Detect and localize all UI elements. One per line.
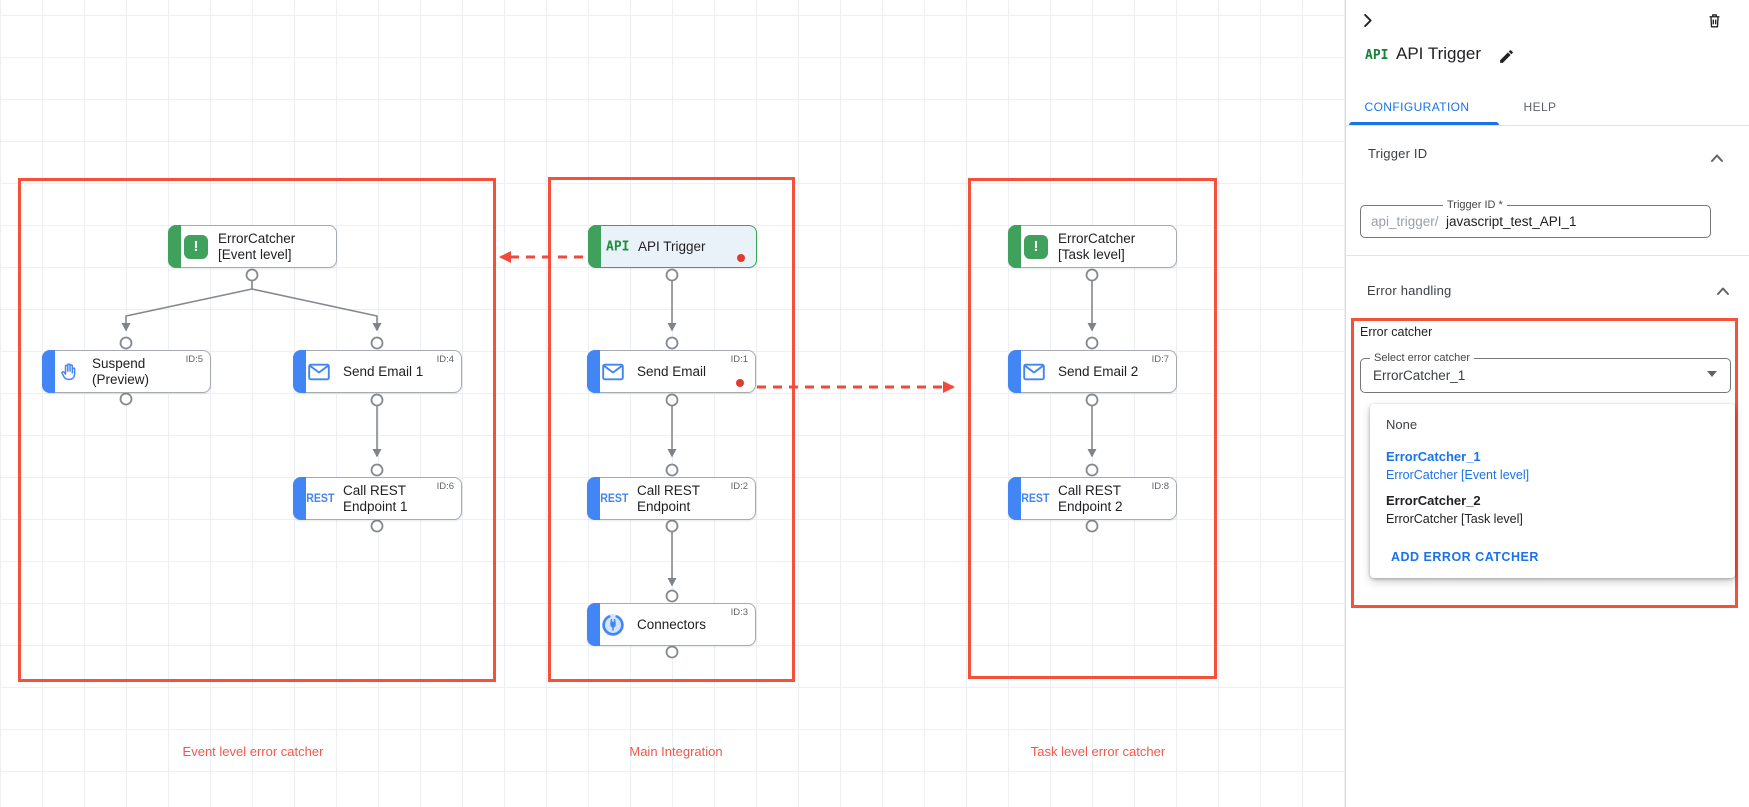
errorcatcher-icon: ! (1024, 234, 1048, 259)
accent-bar (168, 225, 181, 268)
node-send-email[interactable]: Send Email ID:1 (587, 350, 756, 393)
rest-icon: REST (306, 492, 335, 505)
node-send-email-2[interactable]: Send Email 2 ID:7 (1008, 350, 1177, 393)
rest-icon: REST (600, 492, 629, 505)
node-label: ErrorCatcher [Task level] (1058, 230, 1136, 262)
add-error-catcher-button[interactable]: ADD ERROR CATCHER (1391, 550, 1539, 564)
node-label: Call REST Endpoint 2 (1058, 482, 1123, 514)
node-errorcatcher-event-level[interactable]: ! ErrorCatcher [Event level] (168, 225, 337, 268)
active-tab-underline (1349, 122, 1499, 125)
node-id-badge: ID:5 (185, 354, 203, 365)
api-trigger-icon: API (606, 239, 630, 254)
hand-icon (58, 361, 79, 382)
main-integration-group-outline (548, 177, 795, 682)
option-errorcatcher-2[interactable]: ErrorCatcher_2 ErrorCatcher [Task level] (1386, 493, 1523, 526)
workflow-canvas[interactable]: ! ErrorCatcher [Event level] Suspend (Pr… (0, 0, 1345, 807)
rest-icon: REST (1021, 492, 1050, 505)
error-catcher-label: Error catcher (1360, 325, 1433, 339)
divider (1346, 125, 1749, 126)
node-connectors[interactable]: Connectors ID:3 (587, 603, 756, 646)
config-panel: API API Trigger CONFIGURATION HELP Trigg… (1345, 0, 1749, 807)
accent-bar (1008, 477, 1021, 520)
node-suspend-preview[interactable]: Suspend (Preview) ID:5 (42, 350, 211, 393)
node-id-badge: ID:6 (436, 481, 454, 492)
node-label: Send Email (637, 363, 707, 379)
node-id-badge: ID:8 (1151, 481, 1169, 492)
delete-trigger-button[interactable] (1706, 12, 1723, 35)
collapse-trigger-id-icon[interactable] (1710, 150, 1724, 168)
trigger-id-value[interactable]: javascript_test_API_1 (1446, 214, 1577, 229)
api-trigger-logo: API (1365, 48, 1389, 63)
email-icon (1023, 363, 1045, 380)
trigger-id-field[interactable] (1360, 205, 1711, 238)
event-level-group-label: Event level error catcher (182, 744, 324, 759)
node-call-rest-endpoint[interactable]: REST Call REST Endpoint ID:2 (587, 477, 756, 520)
option-none[interactable]: None (1386, 417, 1418, 432)
node-errorcatcher-task-level[interactable]: ! ErrorCatcher [Task level] (1008, 225, 1177, 268)
errorcatcher-icon: ! (184, 234, 208, 259)
tab-configuration[interactable]: CONFIGURATION (1364, 99, 1470, 114)
email-icon (308, 363, 330, 380)
accent-bar (588, 225, 601, 268)
node-id-badge: ID:4 (436, 354, 454, 365)
accent-bar (587, 603, 600, 646)
node-label: ErrorCatcher [Event level] (218, 230, 296, 262)
error-catcher-dropdown-menu: None ErrorCatcher_1 ErrorCatcher [Event … (1370, 404, 1735, 578)
error-catcher-select-label: Select error catcher (1370, 352, 1474, 364)
node-id-badge: ID:7 (1151, 354, 1169, 365)
accent-bar (587, 350, 600, 393)
node-label: Suspend (Preview) (92, 355, 150, 387)
error-indicator-dot (737, 254, 745, 262)
task-level-group-label: Task level error catcher (1030, 744, 1166, 759)
node-send-email-1[interactable]: Send Email 1 ID:4 (293, 350, 462, 393)
accent-bar (1008, 225, 1021, 268)
task-level-group-outline (968, 178, 1217, 679)
node-id-badge: ID:2 (730, 481, 748, 492)
error-handling-heading: Error handling (1367, 283, 1452, 298)
node-label: Send Email 2 (1058, 363, 1139, 379)
error-catcher-annotation-outline (1351, 318, 1738, 608)
accent-bar (293, 350, 306, 393)
node-label: Send Email 1 (343, 363, 424, 379)
email-icon (602, 363, 624, 380)
node-label: API Trigger (638, 238, 706, 254)
node-call-rest-endpoint-1[interactable]: REST Call REST Endpoint 1 ID:6 (293, 477, 462, 520)
connector-icon (601, 613, 625, 637)
node-label: Call REST Endpoint (637, 482, 700, 514)
node-id-badge: ID:3 (730, 607, 748, 618)
panel-title: API Trigger (1396, 44, 1482, 63)
collapse-panel-button[interactable] (1358, 11, 1377, 35)
node-label: Connectors (637, 616, 707, 632)
accent-bar (42, 350, 55, 393)
trigger-id-heading: Trigger ID (1368, 146, 1428, 161)
panel-tabs: CONFIGURATION HELP (1349, 88, 1581, 125)
accent-bar (293, 477, 306, 520)
select-dropdown-arrow-icon[interactable] (1707, 371, 1717, 377)
option-errorcatcher-1[interactable]: ErrorCatcher_1 ErrorCatcher [Event level… (1386, 449, 1530, 482)
accent-bar (587, 477, 600, 520)
event-level-group-outline (18, 178, 496, 682)
node-api-trigger[interactable]: API API Trigger (588, 225, 757, 268)
tab-help[interactable]: HELP (1523, 99, 1557, 114)
edit-title-button[interactable] (1498, 48, 1515, 70)
collapse-error-handling-icon[interactable] (1716, 283, 1730, 301)
trigger-id-prefix: api_trigger/ (1371, 214, 1439, 229)
trigger-id-field-label: Trigger ID * (1443, 199, 1507, 211)
node-label: Call REST Endpoint 1 (343, 482, 408, 514)
main-integration-group-label: Main Integration (629, 744, 723, 759)
accent-bar (1008, 350, 1021, 393)
error-indicator-dot (736, 379, 744, 387)
node-id-badge: ID:1 (730, 354, 748, 365)
node-call-rest-endpoint-2[interactable]: REST Call REST Endpoint 2 ID:8 (1008, 477, 1177, 520)
error-catcher-select-value: ErrorCatcher_1 (1373, 368, 1466, 383)
divider (1346, 255, 1749, 256)
